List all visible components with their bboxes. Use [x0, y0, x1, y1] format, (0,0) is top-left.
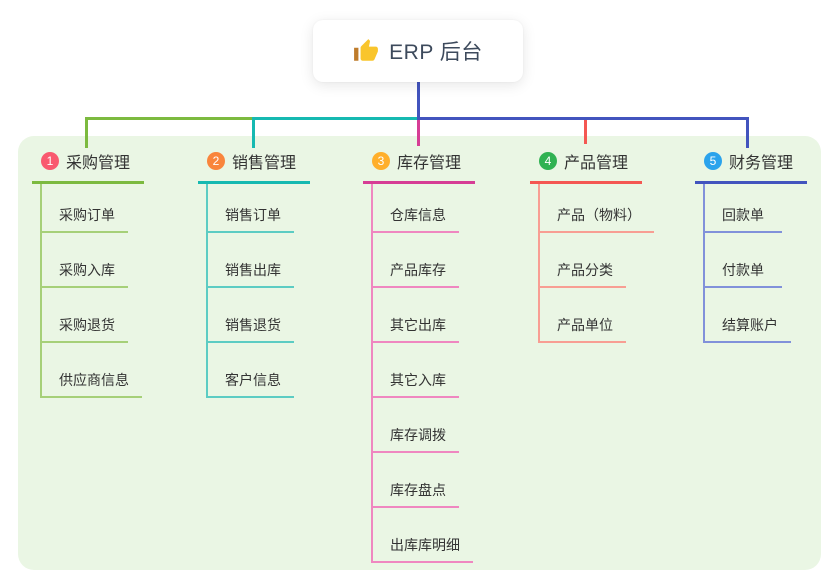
root-label: ERP 后台: [389, 41, 483, 64]
branch-title-label: 财务管理: [729, 155, 794, 172]
branch-sales: 2 销售管理 销售订单销售出库销售退货客户信息: [198, 147, 310, 398]
node-label: 回款单: [722, 207, 764, 223]
mindmap-node-item[interactable]: 其它入库: [373, 343, 459, 398]
branch-title-purchase[interactable]: 1 采购管理: [32, 147, 144, 184]
branches-panel: [18, 136, 821, 570]
node-label: 库存盘点: [390, 482, 446, 498]
mindmap-node-item[interactable]: 回款单: [705, 184, 782, 233]
branch-items-finance: 回款单付款单结算账户: [703, 184, 791, 343]
node-label: 客户信息: [225, 372, 281, 388]
node-label: 付款单: [722, 262, 764, 278]
connector-horizontal-left: [85, 117, 254, 120]
mindmap-node-item[interactable]: 付款单: [705, 233, 782, 288]
root-node[interactable]: ERP 后台: [313, 20, 523, 82]
node-label: 供应商信息: [59, 372, 129, 388]
branch-number-badge: 3: [372, 152, 390, 170]
node-label: 其它出库: [390, 317, 446, 333]
branch-title-label: 采购管理: [66, 155, 131, 172]
mindmap-node-item[interactable]: 库存调拨: [373, 398, 459, 453]
mindmap-node-item[interactable]: 结算账户: [705, 288, 791, 343]
mindmap-node-item[interactable]: 采购订单: [42, 184, 128, 233]
mindmap-node-item[interactable]: 采购入库: [42, 233, 128, 288]
connector-root-vertical: [417, 82, 420, 120]
branch-title-label: 销售管理: [232, 155, 297, 172]
branch-items-purchase: 采购订单采购入库采购退货供应商信息: [40, 184, 142, 398]
branch-title-inventory[interactable]: 3 库存管理: [363, 147, 475, 184]
mindmap-node-item[interactable]: 采购退货: [42, 288, 128, 343]
connector-drop-product: [584, 120, 587, 144]
branch-title-label: 产品管理: [564, 155, 629, 172]
mindmap-node-item[interactable]: 出库库明细: [373, 508, 473, 563]
node-label: 产品库存: [390, 262, 446, 278]
node-label: 销售订单: [225, 207, 281, 223]
branch-finance: 5 财务管理 回款单付款单结算账户: [695, 147, 807, 343]
branch-product: 4 产品管理 产品（物料） 产品分类产品单位: [530, 147, 654, 343]
node-label: 出库库明细: [390, 537, 460, 553]
mindmap-node-item[interactable]: 供应商信息: [42, 343, 142, 398]
branch-number-badge: 1: [41, 152, 59, 170]
connector-drop-sales: [252, 117, 255, 148]
mindmap-node-item[interactable]: 销售退货: [208, 288, 294, 343]
node-label: 库存调拨: [390, 427, 446, 443]
node-label: 结算账户: [722, 317, 778, 333]
node-label: 其它入库: [390, 372, 446, 388]
thumbs-up-icon: [354, 39, 379, 61]
mindmap-node-item[interactable]: 仓库信息: [373, 184, 459, 233]
mindmap-node-item[interactable]: 其它出库: [373, 288, 459, 343]
mindmap-node-item[interactable]: 产品分类: [540, 233, 626, 288]
connector-drop-inventory: [417, 120, 420, 146]
branch-items-sales: 销售订单销售出库销售退货客户信息: [206, 184, 294, 398]
branch-title-sales[interactable]: 2 销售管理: [198, 147, 310, 184]
branch-number-badge: 5: [704, 152, 722, 170]
mindmap-node-item[interactable]: 销售订单: [208, 184, 294, 233]
node-label: 采购退货: [59, 317, 115, 333]
mindmap-node-item[interactable]: 产品单位: [540, 288, 626, 343]
branch-title-finance[interactable]: 5 财务管理: [695, 147, 807, 184]
node-label: 仓库信息: [390, 207, 446, 223]
connector-drop-finance: [746, 117, 749, 148]
mindmap-node-item[interactable]: 库存盘点: [373, 453, 459, 508]
node-label: 采购订单: [59, 207, 115, 223]
branch-purchase: 1 采购管理 采购订单采购入库采购退货供应商信息: [32, 147, 144, 398]
node-label: 采购入库: [59, 262, 115, 278]
connector-drop-purchase: [85, 117, 88, 148]
node-label: 销售退货: [225, 317, 281, 333]
mindmap-node-item[interactable]: 客户信息: [208, 343, 294, 398]
branch-title-label: 库存管理: [397, 155, 462, 172]
branch-number-badge: 2: [207, 152, 225, 170]
node-label: 产品分类: [557, 262, 613, 278]
connector-horizontal-right: [417, 117, 749, 120]
branch-number-badge: 4: [539, 152, 557, 170]
branch-inventory: 3 库存管理 仓库信息产品库存其它出库其它入库库存调拨库存盘点出库库明细: [363, 147, 475, 563]
mindmap-node-item[interactable]: 产品（物料）: [540, 184, 654, 233]
mindmap-node-item[interactable]: 销售出库: [208, 233, 294, 288]
node-label: 销售出库: [225, 262, 281, 278]
node-label: 产品（物料）: [557, 207, 641, 223]
branch-title-product[interactable]: 4 产品管理: [530, 147, 642, 184]
node-label: 产品单位: [557, 317, 613, 333]
connector-horizontal-mid: [252, 117, 420, 120]
mindmap-node-item[interactable]: 产品库存: [373, 233, 459, 288]
branch-items-product: 产品（物料） 产品分类产品单位: [538, 184, 654, 343]
branch-items-inventory: 仓库信息产品库存其它出库其它入库库存调拨库存盘点出库库明细: [371, 184, 473, 563]
